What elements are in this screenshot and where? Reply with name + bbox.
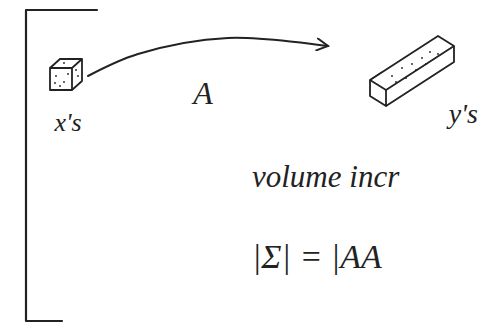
small-cube: x's <box>34 46 102 138</box>
formula-text: |Σ| = |AA <box>252 238 382 275</box>
node-label: x's <box>54 109 81 138</box>
stretched-box: y's <box>330 18 480 130</box>
node-label: y's <box>449 99 478 130</box>
arrow-connector <box>88 38 328 76</box>
edge-label: A <box>190 76 216 111</box>
note-text: volume incr <box>252 160 399 194</box>
left-bracket <box>26 10 97 321</box>
